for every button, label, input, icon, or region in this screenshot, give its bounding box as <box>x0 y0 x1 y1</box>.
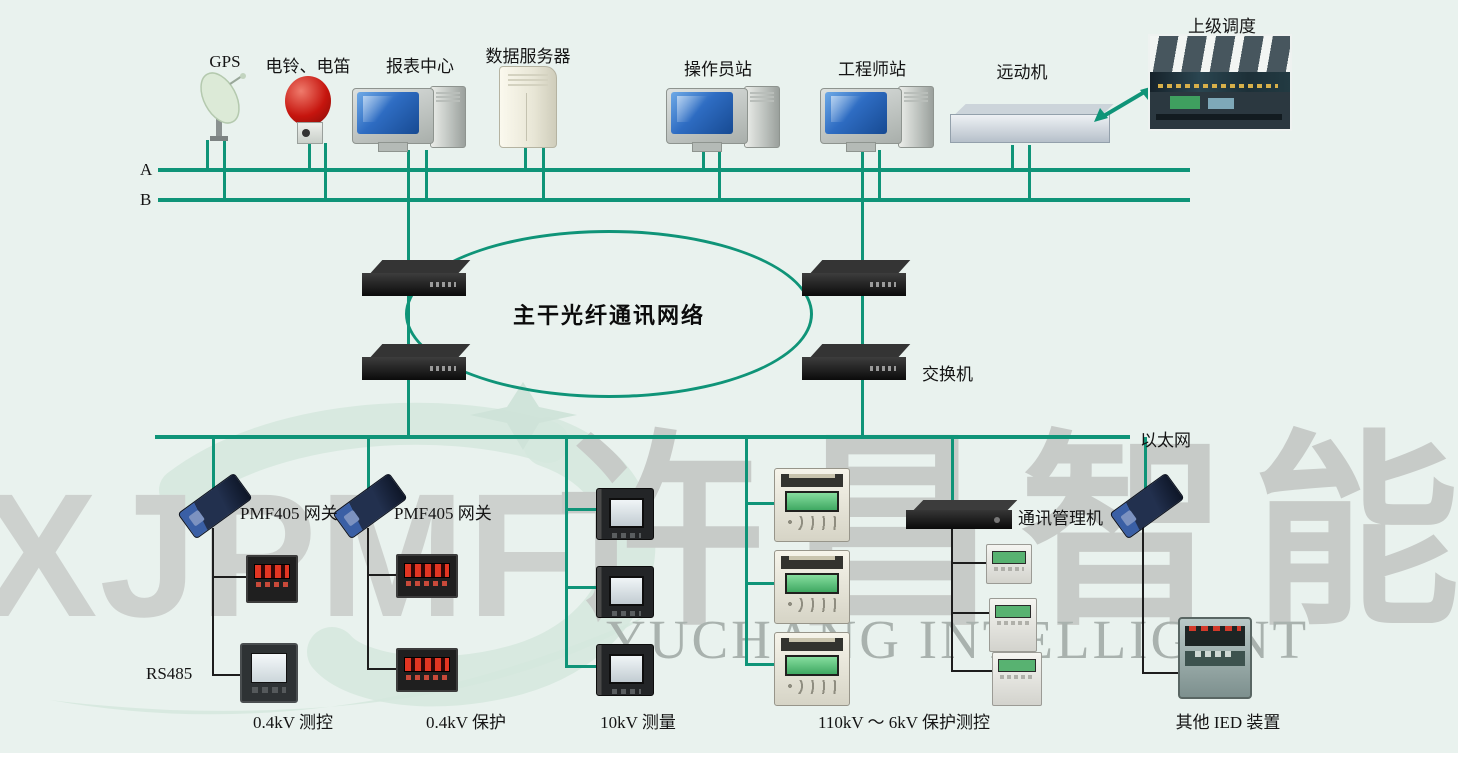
relay-stub-1 <box>746 502 776 505</box>
report-drop-b <box>425 150 428 200</box>
ethernet-label: 以太网 <box>1140 431 1191 450</box>
gps-dish <box>200 72 246 141</box>
relay-bus <box>745 437 748 666</box>
switch-top-left <box>362 260 471 298</box>
bus-b-line <box>158 198 1190 202</box>
operator-drop-b <box>718 150 721 200</box>
switch-bottom-left <box>362 344 471 382</box>
small-ied-2 <box>989 598 1037 652</box>
label-report-center: 报表中心 <box>386 57 454 76</box>
meter-04kv-control-2 <box>240 643 298 703</box>
label-group-other-ied: 其他 IED 装置 <box>1175 713 1281 732</box>
fiber-ring-title: 主干光纤通讯网络 <box>512 304 705 329</box>
label-group-110kv: 110kV ～ 6kV 保护测控 <box>817 713 991 732</box>
gateway1-drop <box>212 437 215 490</box>
bus-b-label: B <box>140 190 152 209</box>
bus-a-line <box>158 168 1190 172</box>
meter10-bus <box>565 437 568 668</box>
meter-04kv-control-1 <box>246 555 298 603</box>
meter10-stub-3 <box>566 665 598 668</box>
label-rs485: RS485 <box>146 664 193 683</box>
switch-bottom-right <box>802 344 911 382</box>
relay-110kv-3 <box>774 632 850 706</box>
label-engineer-station: 工程师站 <box>838 60 906 79</box>
label-pmf405-gateway-2: PMF405 网关 <box>394 504 492 523</box>
bell-drop-b <box>324 143 327 200</box>
label-group-10kv: 10kV 测量 <box>600 713 676 732</box>
meter-04kv-protect-1 <box>396 554 458 598</box>
data-server-tower <box>499 66 557 148</box>
meter10-stub-2 <box>566 586 598 589</box>
comm-manager-rack <box>906 500 1018 530</box>
small-ied-3 <box>992 652 1042 706</box>
comm-serial-bus <box>951 526 953 672</box>
comm-stub-3 <box>951 670 993 672</box>
fiber-ring: 主干光纤通讯网络 <box>405 230 813 398</box>
ied-serial-line <box>1142 526 1144 674</box>
relay-stub-2 <box>746 582 776 585</box>
alarm-bell <box>283 76 333 146</box>
label-bell: 电铃、电笛 <box>265 57 351 76</box>
label-group-04kv-control: 0.4kV 测控 <box>253 713 333 732</box>
meter-04kv-protect-2 <box>396 648 458 692</box>
engineer-drop-b <box>878 150 881 200</box>
meter-10kv-1 <box>596 488 654 540</box>
rs485-stub-1b <box>212 674 242 676</box>
rtu-drop-a <box>1011 145 1014 170</box>
comm-manager-drop <box>951 437 954 503</box>
operator-workstation <box>666 84 780 152</box>
comm-stub-2 <box>951 612 990 614</box>
switch-top-right <box>802 260 911 298</box>
rs485-stub-1a <box>212 576 248 578</box>
server-drop-a <box>524 146 527 170</box>
engineer-workstation <box>820 84 934 152</box>
gateway3-drop <box>1144 437 1147 489</box>
switch-label: 交换机 <box>922 365 973 384</box>
rtu-drop-b <box>1028 145 1031 200</box>
label-pmf405-gateway-1: PMF405 网关 <box>240 504 338 523</box>
label-rtu: 远动机 <box>996 63 1048 82</box>
relay-stub-3 <box>746 663 776 666</box>
gateway2-drop <box>367 437 370 490</box>
label-comm-manager: 通讯管理机 <box>1018 509 1103 528</box>
report-center-workstation <box>352 84 466 152</box>
page-bottom-margin <box>0 753 1458 762</box>
relay-110kv-1 <box>774 468 850 542</box>
operator-drop-a <box>702 150 705 170</box>
label-group-04kv-protect: 0.4kV 保护 <box>426 713 506 732</box>
rtu-rack <box>950 104 1114 143</box>
meter-10kv-2 <box>596 566 654 618</box>
dispatch-link-arrow <box>1094 86 1154 122</box>
relay-110kv-2 <box>774 550 850 624</box>
label-gps: GPS <box>209 52 241 71</box>
other-ied-device <box>1178 617 1252 699</box>
label-data-server: 数据服务器 <box>485 47 571 66</box>
bus-a-label: A <box>140 160 153 179</box>
gps-drop-a <box>206 140 209 170</box>
rs485-bus-1 <box>212 528 214 676</box>
label-dispatch: 上级调度 <box>1188 17 1256 36</box>
meter-10kv-3 <box>596 644 654 696</box>
rs485-stub-2a <box>367 574 398 576</box>
label-operator-station: 操作员站 <box>684 60 752 79</box>
comm-stub-1 <box>951 562 987 564</box>
meter10-stub-1 <box>566 508 598 511</box>
dispatch-center-photo <box>1148 34 1292 131</box>
server-drop-b <box>542 146 545 200</box>
rs485-stub-2b <box>367 668 398 670</box>
bell-drop-a <box>308 143 311 170</box>
small-ied-1 <box>986 544 1032 584</box>
gps-drop-b <box>223 140 226 200</box>
rs485-bus-2 <box>367 528 369 670</box>
ied-serial-stub <box>1142 672 1180 674</box>
ethernet-line <box>155 435 1130 439</box>
